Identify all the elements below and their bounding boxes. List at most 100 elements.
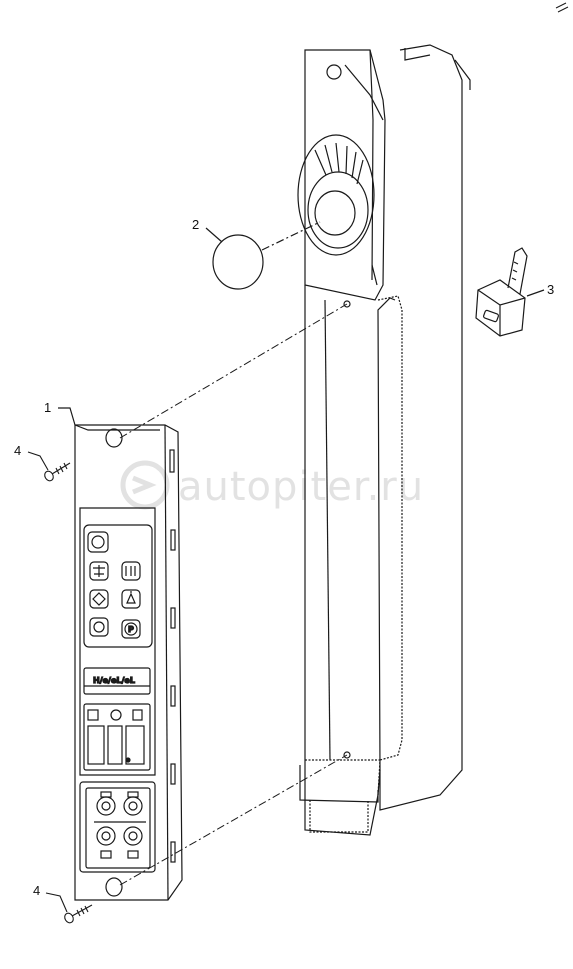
parking-brake-icon-letter: P — [128, 625, 134, 634]
parking-brake-icon — [124, 622, 138, 636]
rotary-switch-top-right-knob-icon — [128, 801, 138, 811]
callout-1-leader — [58, 407, 76, 426]
hazard-icon — [92, 592, 106, 606]
callout-4-top: 4 — [14, 443, 21, 458]
callout-3-leader — [526, 289, 545, 297]
rotary-switch-top-right[interactable] — [123, 796, 143, 816]
pillar-back-plate-edge — [404, 48, 431, 61]
pillar-bottom-bracket — [299, 765, 379, 803]
part-1-switch-panel: P H/e/eL/eL — [58, 407, 183, 901]
power-icon — [91, 535, 105, 549]
ignition-bezel-ring — [307, 171, 369, 249]
cap-leader-line — [261, 221, 321, 251]
key-head — [475, 279, 526, 337]
display-window — [83, 667, 151, 695]
gauge-bar-1 — [87, 725, 105, 765]
lower-control-block — [79, 781, 156, 873]
button-row2-left[interactable] — [89, 561, 109, 581]
rotary-switch-top-left-knob-icon — [101, 801, 111, 811]
cap-plug — [212, 234, 264, 290]
callout-4-bottom: 4 — [33, 883, 40, 898]
pillar-body-inner-edge — [324, 299, 331, 761]
key-blade — [507, 247, 528, 295]
panel-screw-boss-top — [105, 428, 123, 448]
switch-tab-bottom-left — [100, 850, 112, 859]
upper-housing — [304, 49, 386, 301]
watermark-text: autopiter.ru — [178, 464, 424, 510]
watermark-arrow-icon — [132, 475, 157, 495]
rotary-switches — [94, 791, 146, 859]
key-slot-icon — [483, 309, 499, 323]
pillar-back-top-corner — [454, 59, 471, 90]
part-3-key — [475, 247, 545, 337]
upper-housing-bevel — [344, 64, 384, 121]
power-button[interactable] — [87, 531, 109, 553]
upper-housing-inner — [369, 49, 374, 281]
gauge-bar-3 — [125, 725, 145, 765]
pillar-screw-hole-bottom — [343, 751, 351, 759]
callout-4b-leader — [45, 892, 68, 913]
switch-tab-top-left — [100, 791, 112, 798]
lights-icon — [93, 565, 105, 577]
corner-mark — [555, 2, 569, 13]
button-row3-left[interactable] — [89, 589, 109, 609]
pillar-screw-hole-top — [343, 300, 351, 308]
panel-side-clips — [169, 449, 176, 863]
pillar-cavity-dashed — [377, 295, 403, 761]
button-row4-left[interactable] — [89, 617, 109, 637]
callout-4a-leader — [27, 451, 49, 471]
button-grid: P — [87, 531, 141, 639]
lower-control-inner — [85, 787, 151, 869]
switch-tab-bottom-right — [127, 850, 139, 859]
engine-icon — [93, 621, 105, 633]
part-4-screw-bottom — [45, 892, 93, 924]
rotary-switch-bottom-right-knob-icon — [128, 831, 138, 841]
switch-tab-top-right — [127, 791, 139, 798]
beacon-icon — [126, 591, 136, 604]
rotary-switch-bottom-left[interactable] — [96, 826, 116, 846]
screw-top-thread — [55, 462, 68, 475]
upper-housing-fold — [371, 264, 378, 286]
pillar-body — [304, 285, 396, 836]
rotary-switch-top-left[interactable] — [96, 796, 116, 816]
gauge-icon-middle — [110, 709, 122, 721]
screw-bottom-thread — [76, 905, 89, 917]
button-row2-right[interactable] — [121, 561, 141, 581]
panel-screw-boss-bottom — [105, 877, 123, 897]
watermark: autopiter.ru — [120, 460, 424, 510]
leader-bottom-screw — [119, 754, 348, 886]
watermark-logo-icon — [120, 460, 170, 510]
ignition-bezel-ribs — [314, 142, 364, 185]
button-pad — [83, 524, 153, 648]
pillar-cavity-dashed-2 — [305, 759, 381, 796]
upper-mount-hole — [326, 64, 342, 80]
panel-top-bevel — [74, 424, 160, 431]
assembly-leaders — [119, 303, 348, 886]
gauge-icons — [87, 709, 143, 721]
gauge-indicator-dot — [125, 757, 131, 763]
panel-side-edge — [164, 424, 169, 901]
fuel-icon — [125, 566, 136, 576]
callout-2: 2 — [192, 217, 199, 232]
pillar-back-plate — [379, 44, 463, 811]
parking-brake-button[interactable] — [121, 619, 141, 639]
rotary-switch-bottom-right[interactable] — [123, 826, 143, 846]
part-4-screw-top — [27, 451, 71, 482]
button-row3-right[interactable] — [121, 589, 141, 609]
gauge-panel — [83, 703, 151, 771]
callout-1: 1 — [44, 400, 51, 415]
key-head-face — [477, 289, 526, 336]
screw-top-head — [44, 470, 54, 482]
panel-upper-recess — [79, 507, 156, 776]
callout-2-leader — [205, 227, 223, 243]
callout-3: 3 — [547, 282, 554, 297]
display-text: H/e/eL/eL — [93, 676, 135, 685]
gauge-icon-right — [132, 709, 143, 721]
gauge-bar-2 — [107, 725, 123, 765]
ignition-lock-cylinder — [314, 190, 356, 236]
ignition-bezel-outer — [297, 134, 375, 256]
leader-top-screw — [119, 303, 348, 439]
screw-bottom-head — [64, 912, 74, 924]
rotary-switch-bottom-left-knob-icon — [101, 831, 111, 841]
